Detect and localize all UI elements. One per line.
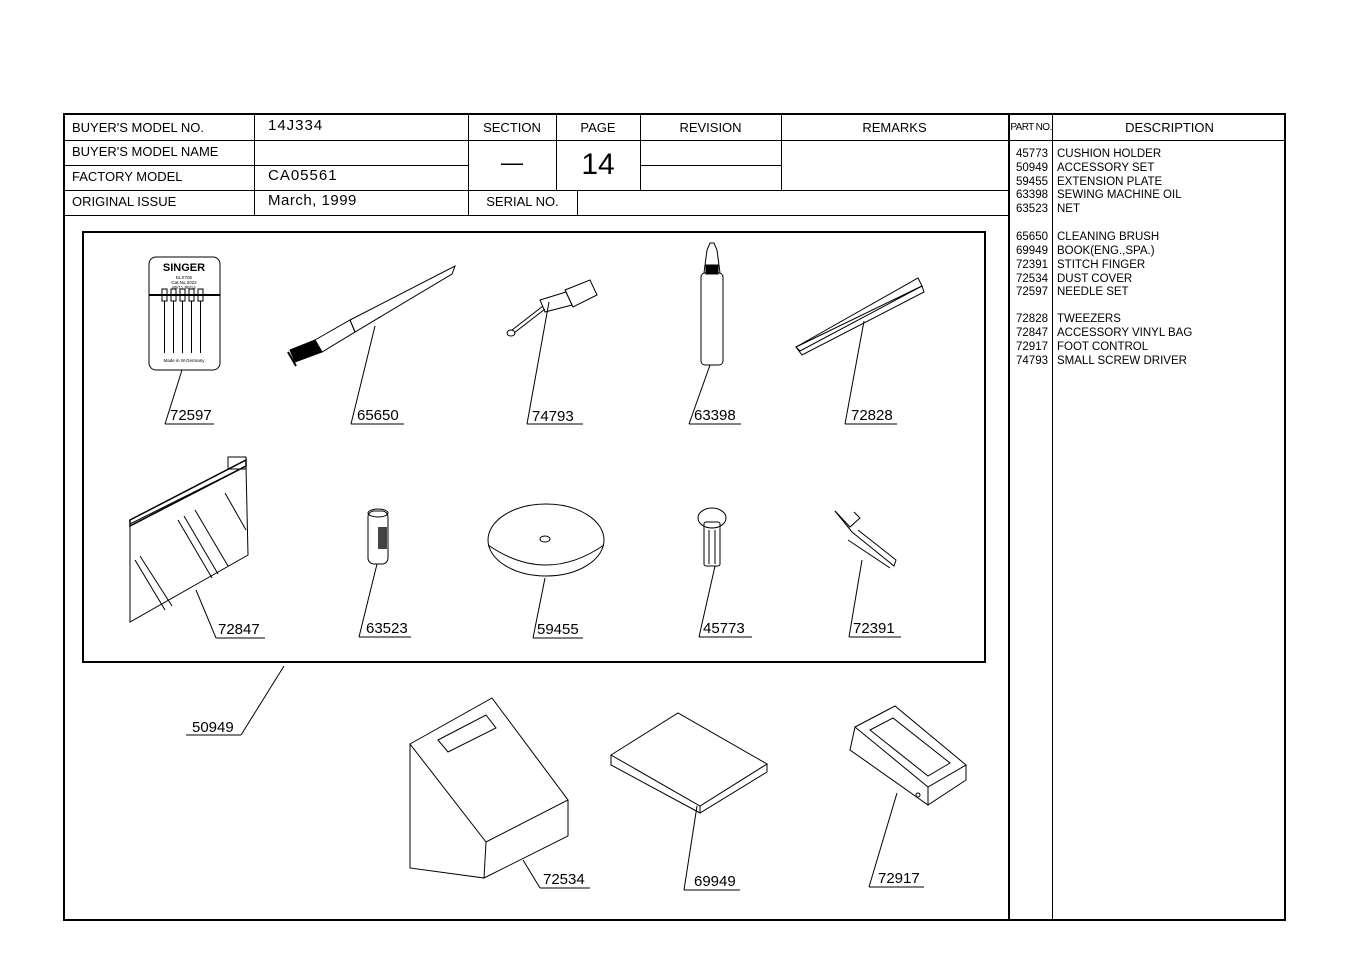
part-number: 69949 [1016, 245, 1048, 257]
col-rule-serial [577, 190, 578, 215]
callout-foot-control: 72917 [878, 870, 920, 887]
factory-model-value: CA05561 [268, 167, 338, 184]
dust-cover-illustration [409, 697, 569, 879]
parts-list: 45773 CUSHION HOLDER 50949 ACCESSORY SET 5… [1012, 148, 1282, 388]
part-description: CUSHION HOLDER [1057, 148, 1162, 160]
revision-label: REVISION [679, 120, 742, 135]
remarks-label: REMARKS [862, 120, 927, 135]
buyers-model-no-label: BUYER'S MODEL NO. [72, 120, 205, 135]
part-number: 72847 [1016, 327, 1048, 339]
original-issue-value: March, 1999 [268, 192, 357, 209]
callout-tweezers: 72828 [851, 407, 893, 424]
buyers-model-name-label: BUYER'S MODEL NAME [72, 144, 219, 159]
needle-pack-line2: Cat.No.2022 [171, 280, 197, 285]
callout-cushion-holder: 45773 [703, 620, 745, 637]
callout-dust-cover: 72534 [543, 871, 585, 888]
part-description: FOOT CONTROL [1057, 341, 1149, 353]
part-description: STITCH FINGER [1057, 259, 1146, 271]
foot-control-illustration [849, 705, 967, 806]
sewing-machine-oil-illustration [700, 242, 724, 366]
cushion-holder-illustration [697, 507, 727, 567]
cleaning-brush-illustration [287, 264, 456, 367]
tweezers-illustration [795, 277, 925, 356]
description-label: DESCRIPTION [1125, 120, 1214, 135]
part-number: 50949 [1016, 162, 1048, 174]
part-no-label: PART NO. [1010, 122, 1052, 133]
small-screwdriver-illustration [506, 279, 598, 337]
part-description: EXTENSION PLATE [1057, 176, 1163, 188]
callout-book: 69949 [694, 873, 736, 890]
part-number: 59455 [1016, 176, 1048, 188]
needle-pack-footer: Made in W.Germany [163, 358, 205, 363]
col-rule-label [254, 113, 255, 215]
serial-no-label: SERIAL NO. [486, 194, 559, 209]
part-number: 72597 [1016, 286, 1048, 298]
part-description: NET [1057, 203, 1080, 215]
part-number: 45773 [1016, 148, 1048, 160]
col-rule-page [556, 113, 557, 190]
part-description: SMALL SCREW DRIVER [1057, 355, 1187, 367]
part-number: 72534 [1016, 273, 1048, 285]
section-value: — [501, 150, 523, 175]
callout-needle-set: 72597 [170, 407, 212, 424]
needle-set-illustration: SINGER ELX705 Cat.No.2022 80/11 90/14 Ma… [148, 256, 221, 371]
callout-leaders [164, 301, 924, 891]
part-number: 72391 [1016, 259, 1048, 271]
header-rule-3 [63, 190, 1008, 191]
part-description: CLEANING BRUSH [1057, 231, 1160, 243]
page-label: PAGE [580, 120, 616, 135]
part-description: SEWING MACHINE OIL [1057, 189, 1182, 201]
part-description: DUST COVER [1057, 273, 1133, 285]
callout-screwdriver: 74793 [532, 408, 574, 425]
header-rule-4 [63, 215, 1008, 216]
part-description: ACCESSORY VINYL BAG [1057, 327, 1193, 339]
part-number: 63398 [1016, 189, 1048, 201]
callout-extension-plate: 59455 [537, 621, 579, 638]
net-illustration [367, 508, 389, 565]
header-rule-2 [63, 165, 468, 166]
callout-net: 63523 [366, 620, 408, 637]
part-description: TWEEZERS [1057, 313, 1121, 325]
part-number: 72917 [1016, 341, 1048, 353]
part-number: 65650 [1016, 231, 1048, 243]
part-description: NEEDLE SET [1057, 286, 1129, 298]
vinyl-bag-illustration [129, 456, 249, 623]
col-rule-section [468, 113, 469, 215]
part-description: ACCESSORY SET [1057, 162, 1155, 174]
part-number: 72828 [1016, 313, 1048, 325]
factory-model-label: FACTORY MODEL [72, 169, 183, 184]
book-illustration [610, 712, 768, 814]
section-label: SECTION [483, 120, 541, 135]
callout-stitch-finger: 72391 [853, 620, 895, 637]
part-number: 74793 [1016, 355, 1048, 367]
needle-pack-brand: SINGER [163, 262, 205, 274]
page-number: 14 [581, 148, 615, 181]
part-number: 63523 [1016, 203, 1048, 215]
extension-plate-illustration [487, 503, 605, 577]
header-rule-2b [640, 165, 781, 166]
parts-sheet-frame [63, 113, 1286, 921]
col-rule-description [1052, 113, 1053, 921]
part-description: BOOK(ENG.,SPA.) [1057, 245, 1155, 257]
callout-cleaning-brush: 65650 [357, 407, 399, 424]
col-rule-remarks [781, 113, 782, 190]
callout-vinyl-bag: 72847 [218, 621, 260, 638]
stitch-finger-illustration [834, 510, 897, 569]
needle-pack-line1: ELX705 [176, 275, 193, 280]
header-rule-1 [63, 140, 1286, 141]
original-issue-label: ORIGINAL ISSUE [72, 194, 177, 209]
col-rule-revision [640, 113, 641, 190]
buyers-model-no-value: 14J334 [268, 117, 324, 134]
accessory-set-box [82, 231, 986, 663]
callout-accessory-set: 50949 [192, 719, 234, 736]
col-rule-partno [1008, 113, 1010, 921]
callout-oil: 63398 [694, 407, 736, 424]
needle-pack-line3: 80/11 90/14 [172, 285, 196, 290]
